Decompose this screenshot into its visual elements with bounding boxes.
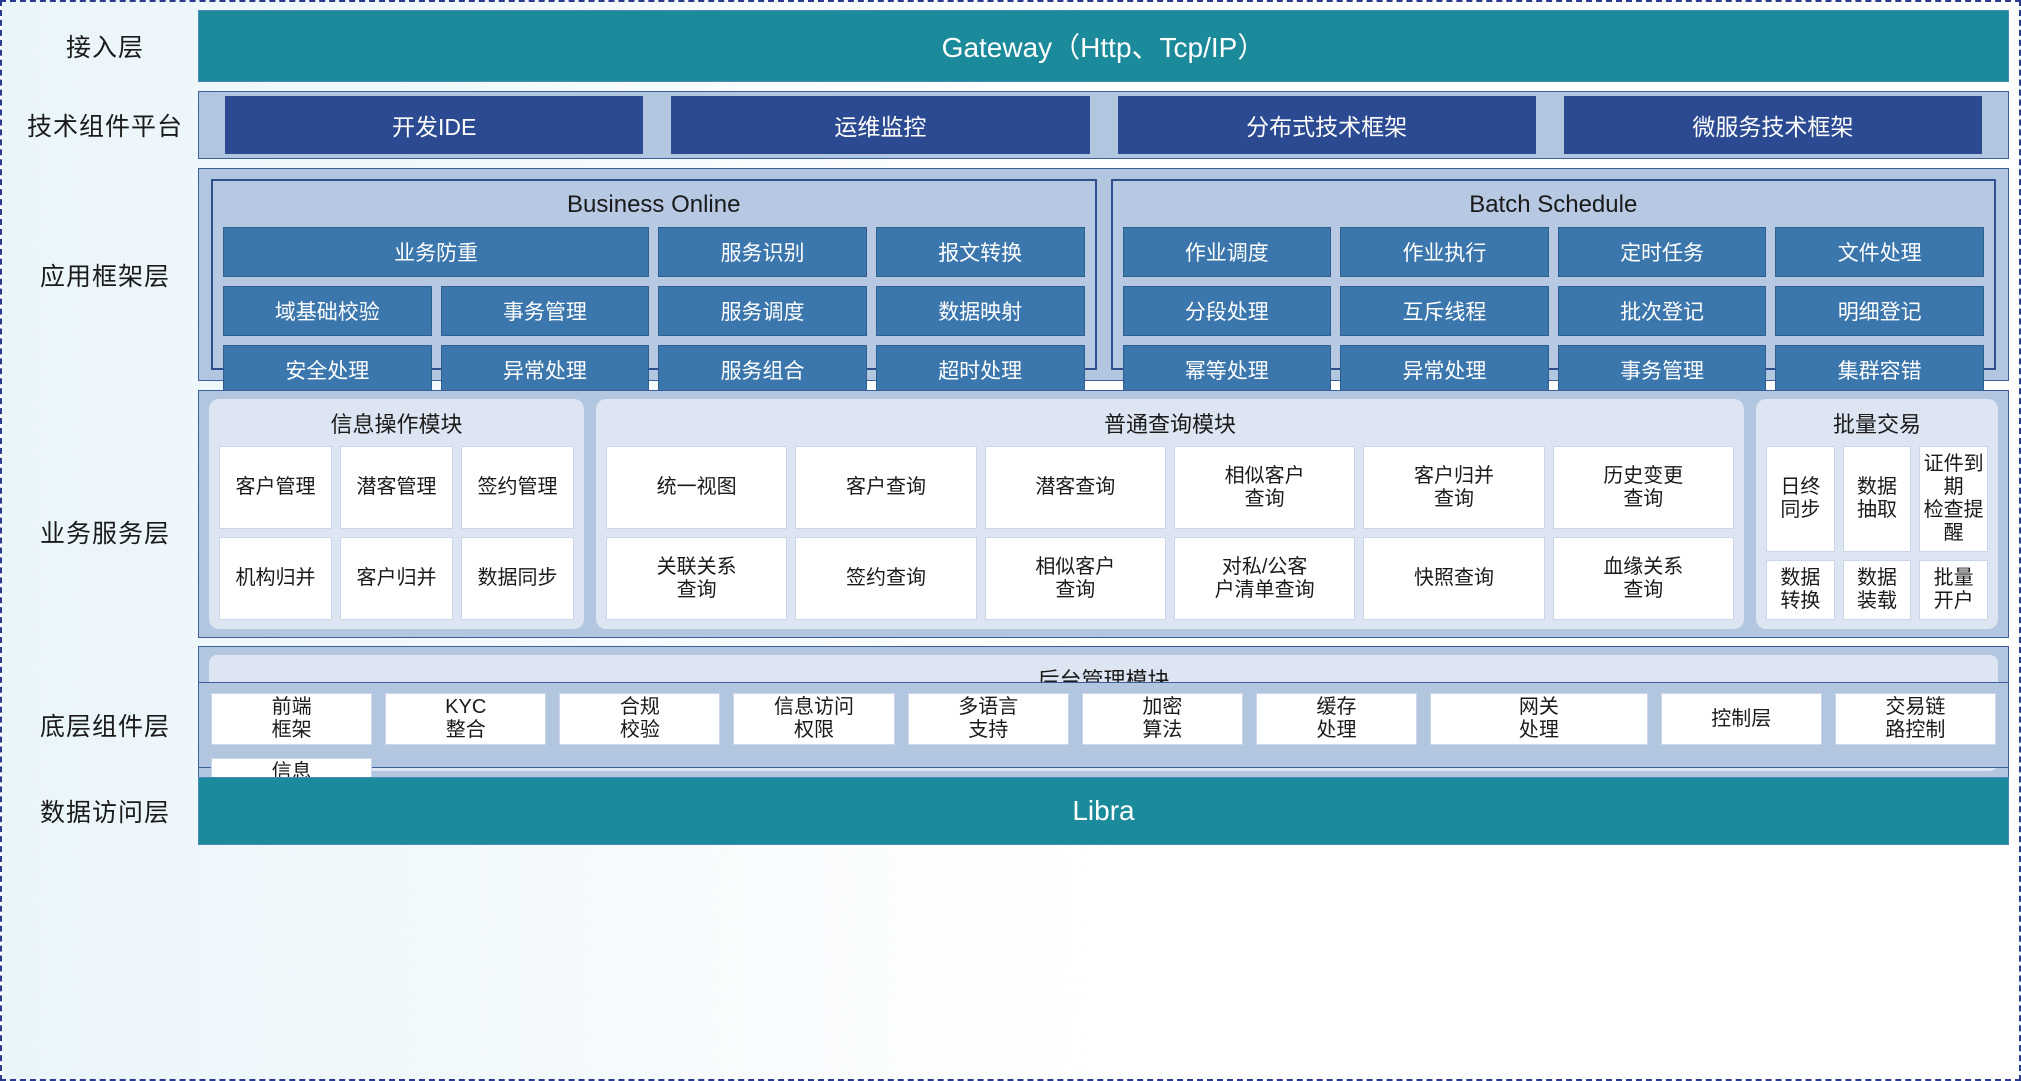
layer-label-business-service: 业务服务层 (39, 519, 170, 548)
layer-label-data-access: 数据访问层 (39, 799, 170, 827)
business-modules-row: 信息操作模块客户管理潜客管理签约管理机构归并客户归并数据同步 普通查询模块统一视图… (198, 390, 2009, 638)
business-service-cell[interactable]: 客户归并 (340, 537, 453, 620)
framework-chip[interactable]: 报文转换 (875, 227, 1085, 277)
business-service-cell[interactable]: 客户查询 (795, 446, 977, 529)
layer-access: 接入层 Gateway（Http、Tcp/IP） (12, 10, 2009, 82)
framework-panel-grid: 作业调度作业执行定时任务文件处理分段处理互斥线程批次登记明细登记幂等处理异常处理… (1122, 227, 1984, 395)
business-service-cell[interactable]: 潜客管理 (340, 446, 453, 529)
business-service-cell[interactable]: 客户归并 查询 (1363, 446, 1545, 529)
framework-chip[interactable]: 定时任务 (1557, 227, 1767, 277)
framework-panel-title: Batch Schedule (1469, 191, 1638, 218)
framework-chip[interactable]: 服务组合 (658, 345, 867, 395)
framework-chip[interactable]: 明细登记 (1775, 286, 1984, 336)
business-service-cell[interactable]: 血缘关系 查询 (1552, 537, 1734, 620)
business-service-cell[interactable]: 关联关系 查询 (606, 537, 788, 620)
framework-chip[interactable]: 数据映射 (875, 286, 1085, 336)
framework-chip[interactable]: 文件处理 (1775, 227, 1984, 277)
framework-panel: Business Online 业务防重服务识别报文转换域基础校验事务管理服务调度… (211, 179, 1097, 395)
business-service-cell[interactable]: 数据 转换 (1766, 560, 1835, 620)
layer-data-access: 数据访问层 Libra (12, 777, 2009, 845)
framework-panel-title: Business Online (567, 191, 741, 218)
bottom-component-cell[interactable]: 多语言 支持 (907, 693, 1069, 745)
business-service-cell[interactable]: 数据 装载 (1842, 560, 1912, 620)
layer-label-tech-platform: 技术组件平台 (26, 113, 183, 141)
framework-chip[interactable]: 服务识别 (658, 227, 867, 277)
framework-chip[interactable]: 事务管理 (440, 286, 650, 336)
business-service-cell[interactable]: 数据 抽取 (1842, 446, 1912, 552)
business-module-title: 普通查询模块 (1103, 412, 1236, 437)
tech-platform-strip: 开发IDE 运维监控分布式技术框架微服务技术框架 (198, 91, 2009, 159)
framework-chip[interactable]: 服务调度 (658, 286, 867, 336)
framework-chip[interactable]: 作业执行 (1340, 227, 1549, 277)
framework-chip[interactable]: 批次登记 (1557, 286, 1767, 336)
framework-chip[interactable]: 分段处理 (1122, 286, 1332, 336)
business-service-cell[interactable]: 对私/公客 户清单查询 (1173, 537, 1356, 620)
business-service-cell[interactable]: 签约查询 (795, 537, 977, 620)
framework-chip[interactable]: 幂等处理 (1122, 345, 1332, 395)
framework-panel-grid: 业务防重服务识别报文转换域基础校验事务管理服务调度数据映射安全处理异常处理服务组… (223, 227, 1085, 395)
framework-chip[interactable]: 作业调度 (1122, 227, 1332, 277)
bottom-component-cell[interactable]: 信息访问 权限 (733, 693, 895, 745)
business-service-cell[interactable]: 客户管理 (219, 446, 332, 529)
business-module-title: 批量交易 (1832, 412, 1921, 437)
tech-chip[interactable]: 分布式技术框架 (1117, 96, 1536, 154)
business-service-cell[interactable]: 证件到期 检查提醒 (1919, 446, 1988, 552)
business-service-cell[interactable]: 潜客查询 (984, 446, 1166, 529)
bottom-component-cell[interactable]: 网关 处理 (1430, 693, 1648, 745)
business-service-cell[interactable]: 相似客户 查询 (1173, 446, 1356, 529)
framework-chip[interactable]: 超时处理 (875, 345, 1085, 395)
framework-chip[interactable]: 安全处理 (223, 345, 432, 395)
business-module: 信息操作模块客户管理潜客管理签约管理机构归并客户归并数据同步 (209, 399, 584, 629)
tech-chip[interactable]: 开发IDE (225, 96, 644, 154)
business-module-cells: 统一视图客户查询潜客查询相似客户 查询客户归并 查询历史变更 查询关联关系 查询… (606, 446, 1734, 620)
business-service-cell[interactable]: 历史变更 查询 (1552, 446, 1734, 529)
framework-chip[interactable]: 域基础校验 (223, 286, 432, 336)
business-service-cell[interactable]: 签约管理 (461, 446, 574, 529)
framework-chip[interactable]: 业务防重 (223, 227, 650, 277)
libra-banner[interactable]: Libra (198, 777, 2009, 845)
business-service-cell[interactable]: 统一视图 (606, 446, 788, 529)
bottom-component-cell[interactable]: KYC 整合 (385, 693, 547, 745)
business-service-cell[interactable]: 批量 开户 (1919, 560, 1988, 620)
business-service-cell[interactable]: 数据同步 (461, 537, 574, 620)
bottom-component-cell[interactable]: 缓存 处理 (1255, 693, 1418, 745)
bottom-component-cell[interactable]: 合规 校验 (559, 693, 721, 745)
framework-panel: Batch Schedule 作业调度作业执行定时任务文件处理分段处理互斥线程批次… (1110, 179, 1996, 395)
framework-chip[interactable]: 异常处理 (440, 345, 650, 395)
bottom-component-cell[interactable]: 加密 算法 (1081, 693, 1243, 745)
gateway-banner[interactable]: Gateway（Http、Tcp/IP） (198, 10, 2009, 82)
tech-chip[interactable]: 微服务技术框架 (1563, 96, 1982, 154)
framework-chip[interactable]: 事务管理 (1557, 345, 1767, 395)
layer-label-app-framework: 应用框架层 (39, 262, 170, 291)
business-service-cell[interactable]: 机构归并 (219, 537, 332, 620)
business-service-cell[interactable]: 相似客户 查询 (984, 537, 1166, 620)
business-module-title: 信息操作模块 (330, 412, 463, 437)
bottom-component-cell[interactable]: 前端 框架 (211, 693, 373, 745)
business-module-cells: 日终 同步数据 抽取证件到期 检查提醒数据 转换数据 装载批量 开户 (1766, 446, 1988, 620)
business-module: 批量交易日终 同步数据 抽取证件到期 检查提醒数据 转换数据 装载批量 开户 (1756, 399, 1998, 629)
layer-tech-platform: 技术组件平台 开发IDE 运维监控分布式技术框架微服务技术框架 (12, 91, 2009, 159)
framework-chip[interactable]: 互斥线程 (1340, 286, 1549, 336)
bottom-component-cell[interactable]: 交易链 路控制 (1834, 693, 1996, 745)
layer-label-bottom-component: 底层组件层 (39, 713, 170, 741)
framework-chip[interactable]: 异常处理 (1340, 345, 1549, 395)
layer-business-service: 业务服务层 信息操作模块客户管理潜客管理签约管理机构归并客户归并数据同步 普通查询… (12, 390, 2009, 780)
business-module-cells: 客户管理潜客管理签约管理机构归并客户归并数据同步 (219, 446, 574, 620)
bottom-component-cell[interactable]: 控制层 (1660, 693, 1822, 745)
business-service-cell[interactable]: 日终 同步 (1766, 446, 1835, 552)
tech-chip[interactable]: 运维监控 (671, 96, 1090, 154)
framework-chip[interactable]: 集群容错 (1775, 345, 1984, 395)
business-service-cell[interactable]: 快照查询 (1363, 537, 1545, 620)
business-module: 普通查询模块统一视图客户查询潜客查询相似客户 查询客户归并 查询历史变更 查询关… (596, 399, 1744, 629)
layer-label-access: 接入层 (65, 34, 144, 62)
